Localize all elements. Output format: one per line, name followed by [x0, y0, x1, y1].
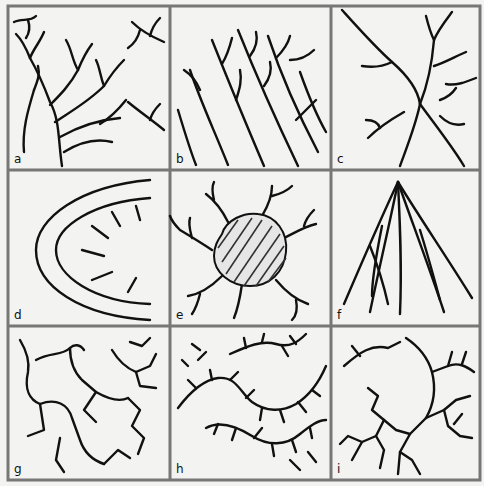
panel-letter: b [174, 152, 186, 166]
panel-letter: e [174, 308, 185, 322]
panel-letter: f [335, 308, 343, 322]
panel-letter: d [12, 308, 24, 322]
panel-letter: i [335, 462, 342, 476]
panel-letter: g [12, 462, 24, 476]
panel-letter: c [335, 152, 346, 166]
panel-letter: a [12, 152, 23, 166]
panel-letter: h [174, 462, 186, 476]
